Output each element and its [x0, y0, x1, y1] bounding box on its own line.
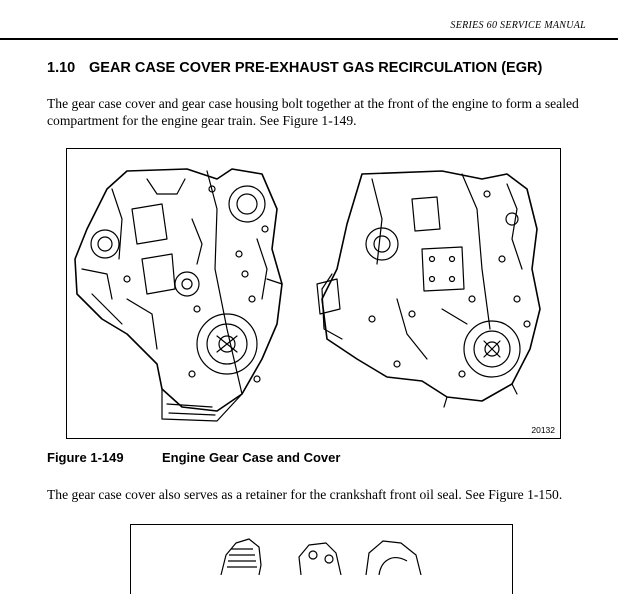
figure-caption-text: Engine Gear Case and Cover [162, 450, 341, 465]
running-header: SERIES 60 SERVICE MANUAL [450, 20, 586, 31]
section-number: 1.10 [47, 60, 76, 76]
seal-paragraph: The gear case cover also serves as a ret… [47, 487, 563, 502]
figure-label: Figure 1-149 [47, 450, 124, 465]
figure-1-149: 20132 [66, 148, 561, 439]
section-title: 1.10 GEAR CASE COVER PRE-EXHAUST GAS RECI… [47, 60, 542, 76]
header-rule [0, 38, 618, 40]
engine-with-cover [74, 168, 283, 422]
engine-cover-removed [316, 170, 541, 408]
figure-image-number: 20132 [531, 425, 555, 435]
intro-paragraph: The gear case cover and gear case housin… [47, 96, 579, 128]
figure-caption: Figure 1-149 Engine Gear Case and Cover [47, 450, 340, 465]
engine-gear-case-illustration [74, 168, 541, 422]
gear-case-cover-illustration-partial [220, 538, 422, 575]
figure-1-150-partial [130, 524, 513, 594]
section-title-text: GEAR CASE COVER PRE-EXHAUST GAS RECIRCUL… [89, 60, 543, 76]
